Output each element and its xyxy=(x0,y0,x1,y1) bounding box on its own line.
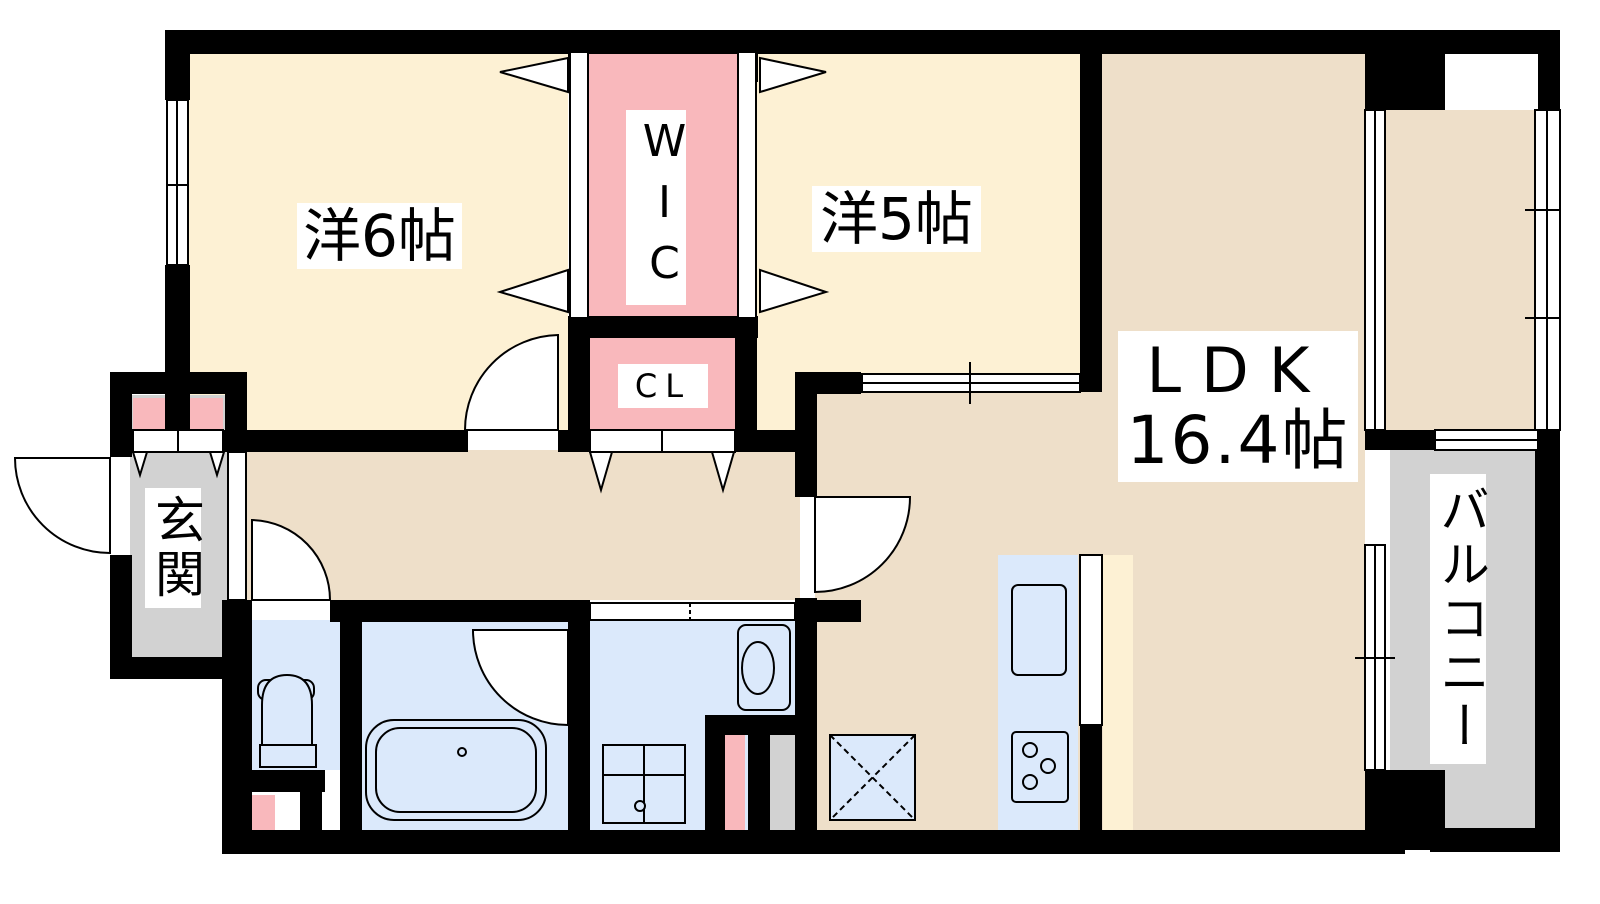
wall-bath-right xyxy=(568,600,590,850)
washer-drain xyxy=(634,800,646,812)
wall-hall-bottom xyxy=(330,600,590,622)
shoe-door-l xyxy=(131,451,149,479)
bathtub-drain xyxy=(457,747,467,757)
wall-bedroom5-right xyxy=(1080,52,1102,392)
wall-entrance-left-top xyxy=(110,372,132,457)
wall-left-mid xyxy=(165,265,190,445)
room-label-western-6: 洋6帖 xyxy=(297,203,462,269)
wall-ldk-stub xyxy=(795,600,861,622)
wic-frame-right xyxy=(737,51,757,319)
fixtures xyxy=(257,554,1103,824)
wall-hall-bottom-left xyxy=(222,600,252,850)
room-label-wic: WIC xyxy=(626,110,690,305)
wall-cl-right xyxy=(735,316,757,452)
shoe-door-r xyxy=(208,451,226,479)
wall-right-outer xyxy=(1538,30,1560,110)
wall-cl-left xyxy=(568,316,590,452)
room-label-ldk-group: LDK 16.4帖 xyxy=(1118,331,1358,482)
wall-entrance-left-bot xyxy=(110,555,132,678)
wall-balcony-bottom xyxy=(1430,828,1560,852)
wic-frame-left xyxy=(569,51,589,319)
toilet-base xyxy=(259,744,317,768)
wall-balcony-top xyxy=(1365,430,1435,450)
wash-storage-gray xyxy=(770,735,795,830)
door-bedroom6 xyxy=(463,333,559,431)
kitchen-edge xyxy=(1079,554,1103,726)
wash-storage-pink xyxy=(725,735,745,830)
door-entrance xyxy=(13,457,111,555)
room-label-ldk: LDK xyxy=(1146,334,1330,407)
wash-bowl xyxy=(741,641,775,695)
wall-entrance-bottom xyxy=(110,657,247,679)
hallway-floor xyxy=(245,450,800,600)
wall-right-corner xyxy=(1365,30,1445,110)
wic-door-bl xyxy=(496,268,569,314)
room-label-ldk-size: 16.4帖 xyxy=(1126,402,1350,480)
closet-strip-floor xyxy=(1383,110,1538,430)
wall-balcony-bottom-right xyxy=(1535,450,1560,850)
kitchen-backsplash xyxy=(1103,555,1133,830)
wall-toilet-storage xyxy=(300,770,322,850)
wall-wash-storage-div2 xyxy=(748,735,770,830)
wall-wash-storage-top xyxy=(705,715,795,735)
wall-ldk-left-upper xyxy=(795,372,817,497)
door-ldk xyxy=(814,496,912,594)
wic-door-br xyxy=(759,268,830,314)
wall-wic-bottom xyxy=(568,316,758,338)
wic-door-tl xyxy=(499,56,569,94)
room-label-balcony: バルコニー xyxy=(1430,474,1490,764)
kitchen-sink xyxy=(1011,584,1067,676)
wall-kitchen-end xyxy=(1080,725,1102,830)
wic-door-tr xyxy=(759,56,827,94)
sliding-door-wash xyxy=(589,602,796,621)
room-label-entrance: 玄関 xyxy=(145,488,205,608)
burner-1 xyxy=(1022,742,1038,758)
burner-2 xyxy=(1040,758,1056,774)
wall-wash-storage-div xyxy=(705,715,725,830)
cl-door-r xyxy=(710,451,736,494)
bathtub-inner xyxy=(375,727,537,813)
toilet-bowl xyxy=(261,673,313,746)
wall-top xyxy=(165,30,1560,54)
kitchen-stove xyxy=(1011,731,1069,803)
entrance-right-frame xyxy=(227,451,247,601)
room-label-cl: CL xyxy=(618,364,708,408)
wall-ldk-left-lower xyxy=(795,598,817,838)
cl-door-l xyxy=(588,451,614,494)
walls xyxy=(110,30,1560,854)
door-toilet xyxy=(251,518,332,601)
wall-entrance-right xyxy=(225,372,247,452)
wall-entrance-top xyxy=(110,372,247,394)
doors xyxy=(13,56,912,727)
windows xyxy=(132,51,1561,771)
wall-toilet-right xyxy=(340,600,362,850)
burner-3 xyxy=(1022,774,1038,790)
room-label-western-5: 洋5帖 xyxy=(812,186,981,252)
wall-bedroom-bottom-left xyxy=(188,430,468,452)
door-bath xyxy=(471,629,569,727)
wall-balcony-top-r xyxy=(1538,430,1560,450)
wall-left-upper xyxy=(165,30,190,100)
